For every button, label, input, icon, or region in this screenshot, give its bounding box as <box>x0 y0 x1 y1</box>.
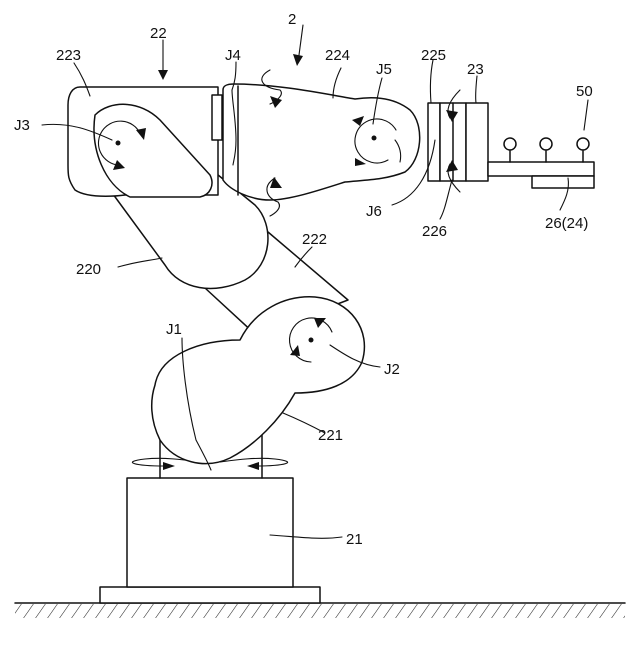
label-j4: J4 <box>225 47 241 64</box>
label-sensor: 50 <box>576 83 593 100</box>
ground <box>15 603 625 618</box>
label-j5: J5 <box>376 61 392 78</box>
label-swivel: 221 <box>318 427 343 444</box>
upper-arm-223 <box>68 87 222 197</box>
base-21 <box>100 478 320 603</box>
label-robot: 2 <box>288 11 296 28</box>
forearm-224 <box>223 84 420 200</box>
label-j1: J1 <box>166 321 182 338</box>
label-j6: J6 <box>366 203 382 220</box>
label-base: 21 <box>346 531 363 548</box>
label-link: 222 <box>302 231 327 248</box>
wrist-225 <box>428 103 488 181</box>
label-lower-arm: 220 <box>76 261 101 278</box>
label-tool: 23 <box>467 61 484 78</box>
label-forearm: 224 <box>325 47 350 64</box>
label-j2: J2 <box>384 361 400 378</box>
label-holder: 26(24) <box>545 215 588 232</box>
label-j3: J3 <box>14 117 30 134</box>
label-flange: 226 <box>422 223 447 240</box>
label-arm: 22 <box>150 25 167 42</box>
label-wrist: 225 <box>421 47 446 64</box>
tool-rail <box>488 138 594 188</box>
label-upper-arm: 223 <box>56 47 81 64</box>
